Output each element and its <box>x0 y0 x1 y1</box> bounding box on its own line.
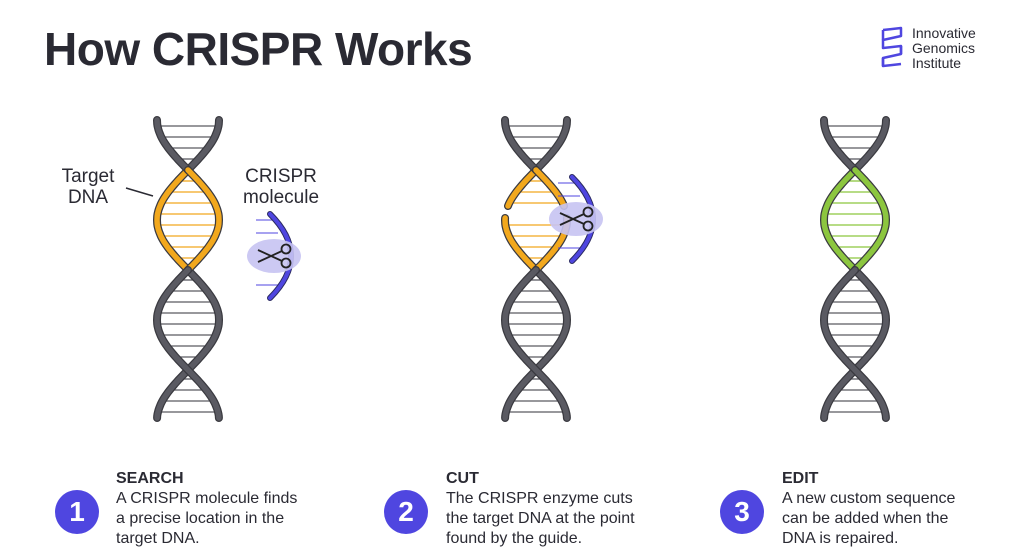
dna-strand <box>154 167 191 273</box>
crispr-molecule <box>549 174 603 264</box>
step-number-badge: 2 <box>384 490 428 534</box>
step-text: CUT The CRISPR enzyme cuts the target DN… <box>446 469 686 549</box>
logo-line: Institute <box>912 55 962 71</box>
step-line: the target DNA at the point <box>446 510 635 527</box>
dna-strand <box>502 215 539 273</box>
scissors-handle <box>280 243 292 255</box>
cas9-enzyme <box>549 202 603 236</box>
logo-line: Genomics <box>912 40 976 56</box>
step-line: A new custom sequence <box>782 490 956 507</box>
dna-strand <box>185 117 222 173</box>
dna-strand <box>852 117 889 173</box>
scissors-handle <box>582 206 594 218</box>
dna-strand <box>533 167 567 209</box>
dna-helix <box>152 116 224 422</box>
page-title: How CRISPR Works <box>44 23 473 75</box>
dna-strand <box>502 117 539 173</box>
scissors-handle <box>280 257 292 269</box>
logo: Innovative Genomics Institute <box>880 26 976 71</box>
scissors-blade <box>559 213 585 226</box>
logo-text: Innovative Genomics Institute <box>912 26 976 71</box>
step-line: The CRISPR enzyme cuts <box>446 490 633 507</box>
step-line: target DNA. <box>116 530 200 547</box>
label-line: CRISPR <box>245 166 317 187</box>
dna-strand <box>154 267 222 421</box>
dna-strand <box>505 167 539 209</box>
dna-strand <box>821 267 889 421</box>
step-line: A CRISPR molecule finds <box>116 490 298 507</box>
crispr-diagram <box>125 116 891 422</box>
dna-strand <box>185 167 222 273</box>
step-line: a precise location in the <box>116 510 285 527</box>
crispr-molecule <box>247 211 301 301</box>
cas9-enzyme <box>247 239 301 273</box>
label-line: molecule <box>242 187 320 208</box>
step-heading: SEARCH <box>116 470 184 487</box>
dna-strand <box>533 117 570 173</box>
dna-strand <box>821 267 889 421</box>
step-heading: CUT <box>446 470 479 487</box>
step-text: EDIT A new custom sequence can be added … <box>782 469 1002 549</box>
scissors-blade <box>257 250 283 263</box>
logo-line: Innovative <box>912 25 976 41</box>
step-line: can be added when the <box>782 510 949 527</box>
dna-strand <box>154 267 222 421</box>
label-pointer-line <box>125 187 154 197</box>
dna-strand <box>821 117 858 173</box>
logo-icon <box>881 26 903 68</box>
step-heading: EDIT <box>782 470 819 487</box>
step-line: DNA is repaired. <box>782 530 899 547</box>
label-line: Target <box>61 166 115 187</box>
dna-helix <box>819 116 891 422</box>
scissors-handle <box>582 220 594 232</box>
scissors-blade <box>257 249 283 262</box>
dna-strand <box>502 267 570 421</box>
scissors-icon <box>257 243 292 269</box>
label-line: DNA <box>67 187 109 208</box>
target-dna-label: Target DNA <box>46 166 130 208</box>
scissors-blade <box>559 212 585 225</box>
dna-helix <box>500 116 572 422</box>
step-number-badge: 3 <box>720 490 764 534</box>
dna-strand <box>502 267 570 421</box>
step-line: found by the guide. <box>446 530 583 547</box>
dna-strand <box>821 167 858 273</box>
step-number-badge: 1 <box>55 490 99 534</box>
scissors-icon <box>559 206 594 232</box>
crispr-molecule-label: CRISPR molecule <box>226 166 336 208</box>
dna-strand <box>852 167 889 273</box>
dna-strand <box>154 117 191 173</box>
step-text: SEARCH A CRISPR molecule finds a precise… <box>116 469 336 549</box>
